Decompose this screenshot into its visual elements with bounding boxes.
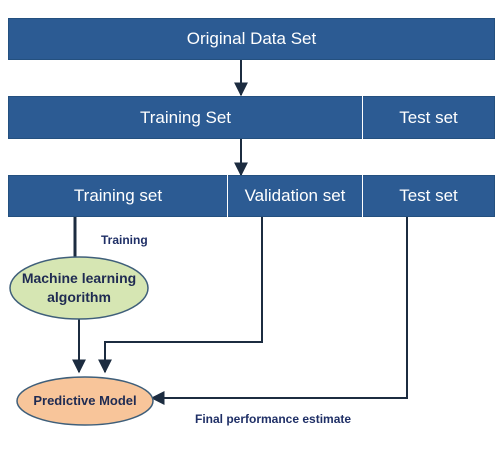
final-estimate-note: Final performance estimate — [195, 412, 352, 426]
original-data-set-label: Original Data Set — [186, 29, 317, 48]
validation-set-label: Validation set — [244, 186, 346, 205]
predictive-model-oval — [16, 376, 154, 426]
training-set-label: Training set — [73, 186, 163, 205]
validation-set-box: Validation set — [228, 175, 362, 217]
predictive-model-text: Predictive Model — [33, 393, 137, 409]
training-set-box: Training set — [8, 175, 227, 217]
training-set-top-box: Training Set — [8, 96, 362, 139]
training-set-top-label: Training Set — [139, 107, 232, 127]
training-note: Training — [101, 233, 148, 247]
test-set-top-label: Test set — [399, 107, 458, 127]
test-set-label: Test set — [399, 186, 458, 205]
ml-algorithm-text: Machine learning algorithm — [21, 270, 137, 305]
ml-algorithm-oval — [9, 256, 149, 320]
test-set-box: Test set — [363, 175, 495, 217]
arrow-validation-to-model — [98, 217, 263, 374]
test-set-top-box: Test set — [363, 96, 495, 139]
original-data-set-box: Original Data Set — [8, 18, 495, 60]
arrow-test-to-model — [150, 217, 408, 405]
